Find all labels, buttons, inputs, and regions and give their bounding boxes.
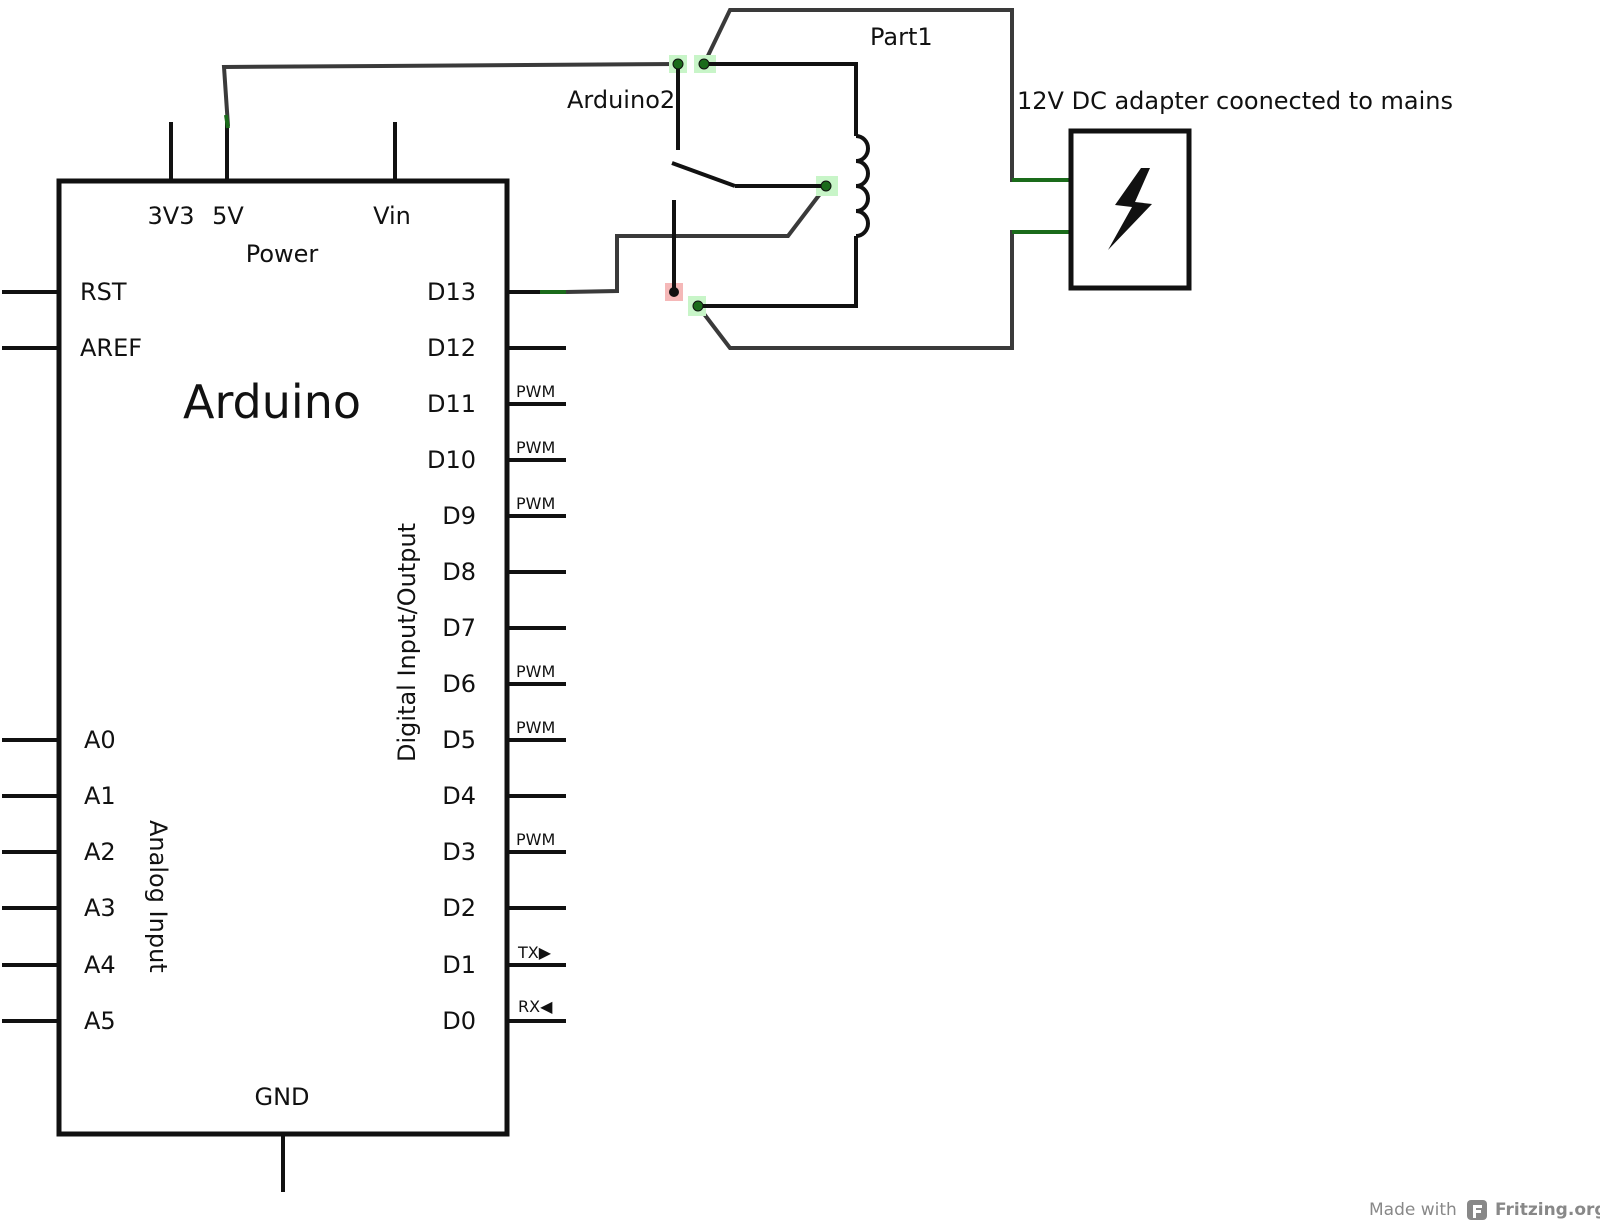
pin-label-d10: D10 xyxy=(427,446,476,474)
pin-label-d13: D13 xyxy=(427,278,476,306)
fritzing-logo-icon xyxy=(1467,1200,1487,1220)
pin-label-d11: D11 xyxy=(427,390,476,418)
pin-label-d8: D8 xyxy=(442,558,476,586)
pin-label-d12: D12 xyxy=(427,334,476,362)
relay-dot-com xyxy=(672,58,684,70)
relay-part-label: Part1 xyxy=(870,23,933,51)
pin-label-a3: A3 xyxy=(84,894,116,922)
relay-dot-no xyxy=(669,287,679,297)
arduino-title: Arduino xyxy=(183,375,361,429)
pin-label-rst: RST xyxy=(80,278,127,306)
relay-dot-nc xyxy=(692,300,704,312)
pin-label-a2: A2 xyxy=(84,838,116,866)
pin-label-d2: D2 xyxy=(442,894,476,922)
pin-tag-d6: PWM xyxy=(516,662,555,681)
pin-tag-d3: PWM xyxy=(516,830,555,849)
pin-label-a1: A1 xyxy=(84,782,116,810)
pin-tag-d9: PWM xyxy=(516,494,555,513)
adapter-body xyxy=(1068,128,1192,291)
pin-label-a5: A5 xyxy=(84,1007,116,1035)
digital-pins: D13 D12 D11 PWM D10 PWM D9 PWM D8 D7 D6 … xyxy=(427,278,566,1035)
gnd-label: GND xyxy=(254,1083,309,1111)
analog-group-label: Analog Input xyxy=(144,820,172,973)
relay-ref-label: Arduino2 xyxy=(567,86,675,114)
pin-label-d0: D0 xyxy=(442,1007,476,1035)
fritzing-footer: Made with Fritzing.org xyxy=(1369,1200,1600,1220)
wire-5v-to-relay xyxy=(221,62,679,127)
relay-coil-top-lead xyxy=(704,62,858,136)
pin-label-d6: D6 xyxy=(442,670,476,698)
power-group-label: Power xyxy=(246,240,319,268)
pin-label-a0: A0 xyxy=(84,726,116,754)
pin-label-vin: Vin xyxy=(373,202,411,230)
pin-label-d1: D1 xyxy=(442,951,476,979)
pin-tag-d10: PWM xyxy=(516,438,555,457)
footer-made-with: Made with xyxy=(1369,1200,1457,1220)
wire-relay-to-adapter-neg xyxy=(696,230,1070,350)
pin-label-d5: D5 xyxy=(442,726,476,754)
pin-label-d3: D3 xyxy=(442,838,476,866)
relay-coil xyxy=(855,134,870,238)
pin-label-aref: AREF xyxy=(80,334,142,362)
arduino-body xyxy=(56,178,510,1137)
pin-label-d9: D9 xyxy=(442,502,476,530)
adapter-label: 12V DC adapter coonected to mains xyxy=(1017,87,1453,115)
5v-connection-tint xyxy=(224,114,230,129)
digital-group-label: Digital Input/Output xyxy=(393,523,421,762)
footer-brand: Fritzing.org xyxy=(1495,1200,1600,1220)
dc-adapter: 12V DC adapter coonected to mains xyxy=(1017,87,1453,291)
relay-coil-bottom-lead xyxy=(698,236,858,308)
pin-label-d7: D7 xyxy=(442,614,476,642)
analog-pins: A0 A1 A2 A3 A4 A5 xyxy=(2,726,116,1035)
pin-tag-d0: RX◀ xyxy=(518,997,553,1016)
lightning-bolt-icon xyxy=(1108,168,1152,250)
pin-tag-d11: PWM xyxy=(516,382,555,401)
pin-label-3v3: 3V3 xyxy=(148,202,195,230)
pin-label-5v: 5V xyxy=(212,202,244,230)
relay-dot-coil-a xyxy=(698,58,710,70)
pin-tag-d1: TX▶ xyxy=(517,943,552,962)
pin-label-a4: A4 xyxy=(84,951,116,979)
relay: Part1 Arduino2 xyxy=(567,23,933,316)
relay-switch-arm xyxy=(671,161,736,188)
relay-dot-coil-b xyxy=(820,180,832,192)
pin-label-d4: D4 xyxy=(442,782,476,810)
pin-tag-d5: PWM xyxy=(516,718,555,737)
wire-d13-to-coil xyxy=(565,184,828,294)
